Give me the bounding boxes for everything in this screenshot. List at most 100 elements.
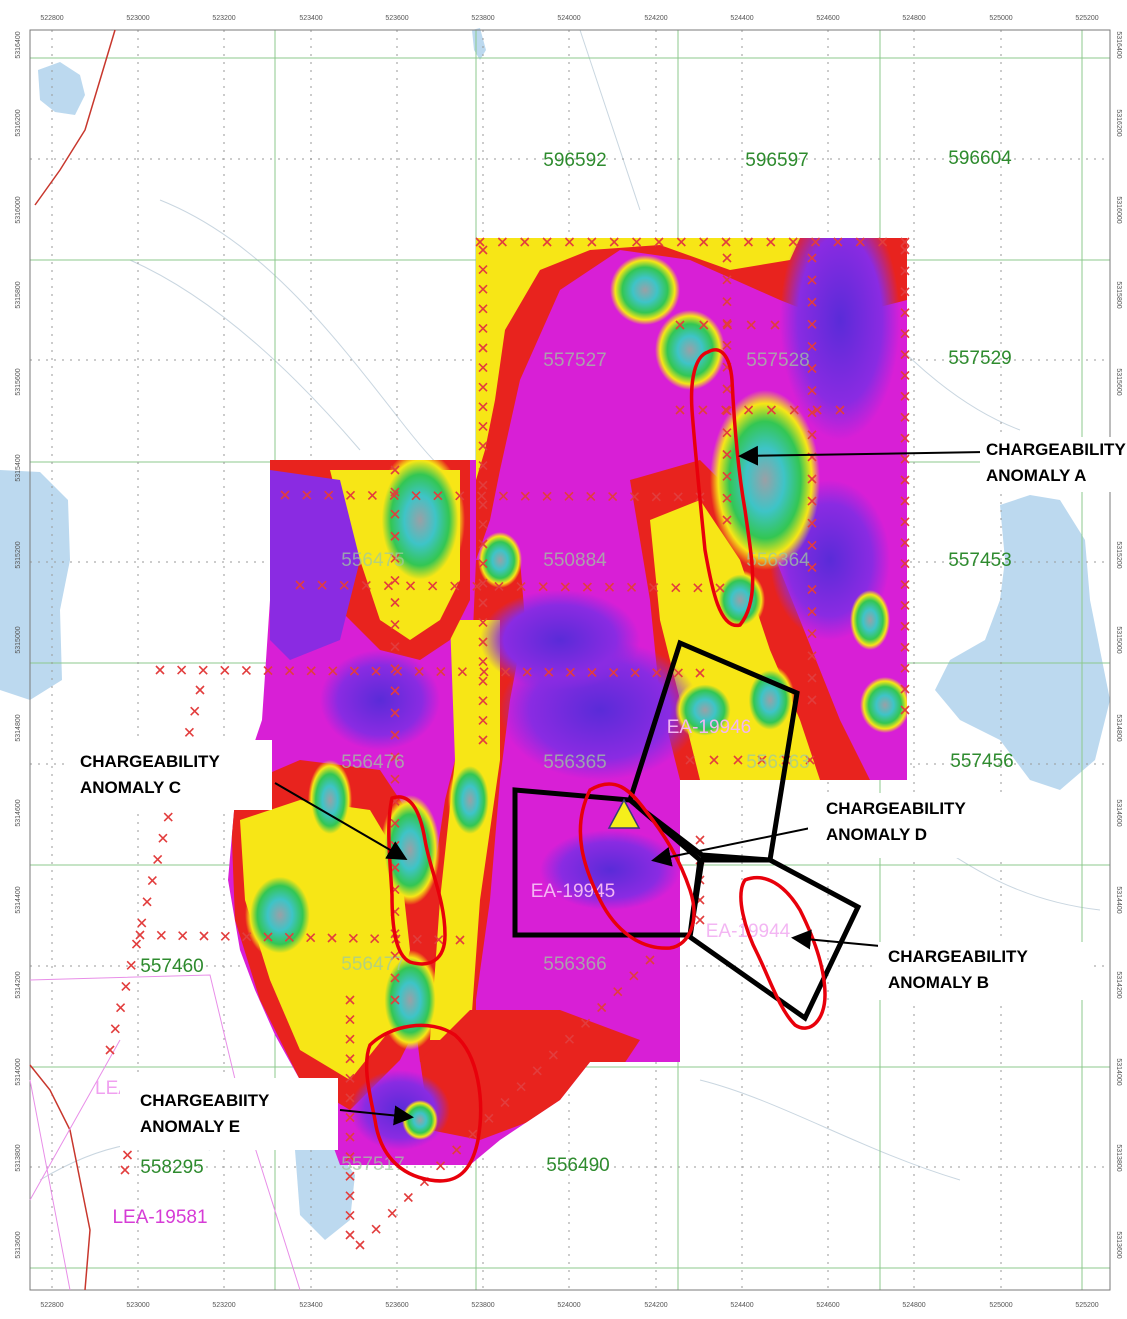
x-tick-top: 525200 xyxy=(1075,15,1098,22)
station-marker xyxy=(317,580,327,590)
y-tick-right: 5314600 xyxy=(1115,799,1122,826)
callout-anomaly-d-line1: CHARGEABILITY xyxy=(826,799,966,818)
x-tick-top: 522800 xyxy=(40,15,63,22)
station-marker xyxy=(587,237,597,247)
station-marker xyxy=(478,265,488,275)
station-marker xyxy=(709,755,719,765)
station-marker xyxy=(414,666,424,677)
station-marker xyxy=(478,382,488,392)
station-marker xyxy=(807,386,817,396)
station-marker xyxy=(900,329,910,339)
station-marker xyxy=(198,665,208,675)
x-axis-ticks-bottom: 522800 523000 523200 523400 523600 52380… xyxy=(40,1302,1098,1309)
station-marker xyxy=(131,939,142,949)
station-marker xyxy=(478,657,488,667)
callout-anomaly-d: CHARGEABILITY ANOMALY D xyxy=(808,793,1018,858)
station-marker xyxy=(478,559,488,569)
station-marker xyxy=(142,897,152,907)
station-marker xyxy=(722,428,732,438)
station-marker xyxy=(520,491,530,501)
station-marker xyxy=(195,685,205,695)
station-marker xyxy=(522,667,532,677)
station-marker xyxy=(685,755,695,765)
claim-labels-faded: 557527 557528 556475 550884 556364 55647… xyxy=(341,350,810,1175)
station-marker xyxy=(110,1024,120,1034)
station-marker xyxy=(629,492,640,502)
arrow-c xyxy=(274,782,408,861)
station-marker xyxy=(178,931,188,941)
station-marker xyxy=(478,421,488,431)
station-marker xyxy=(722,340,732,350)
station-marker xyxy=(433,491,443,501)
claim-label: 558295 xyxy=(140,1157,203,1178)
station-marker xyxy=(900,642,910,652)
claim-label: 596592 xyxy=(543,150,606,171)
station-marker xyxy=(900,559,910,569)
x-tick-top: 524200 xyxy=(644,15,667,22)
arrow-b xyxy=(791,929,881,950)
station-marker xyxy=(695,668,705,678)
claim-label: 557460 xyxy=(140,956,203,977)
x-tick-top: 525000 xyxy=(989,15,1012,22)
station-marker xyxy=(452,1145,462,1155)
roads xyxy=(29,29,301,1291)
station-marker xyxy=(878,237,888,247)
station-marker xyxy=(900,287,910,297)
station-marker xyxy=(478,735,488,745)
station-marker xyxy=(390,531,400,541)
station-marker xyxy=(788,237,798,247)
x-tick-top: 523400 xyxy=(299,15,322,22)
station-marker xyxy=(156,930,166,940)
station-marker xyxy=(475,237,485,247)
station-marker xyxy=(722,384,732,394)
y-tick-left: 5313600 xyxy=(15,1231,22,1258)
station-marker xyxy=(645,955,655,965)
lease-labels: LEA-19581 xyxy=(112,1207,207,1228)
x-tick-bottom: 524200 xyxy=(644,1302,667,1309)
station-marker xyxy=(306,666,316,676)
station-marker xyxy=(835,405,845,415)
claim-labels: 596592 596597 596604 557529 557453 55745… xyxy=(140,148,1013,1178)
station-marker xyxy=(345,1171,355,1181)
claim-label: 596604 xyxy=(948,148,1012,169)
x-tick-bottom: 523000 xyxy=(126,1302,149,1309)
station-marker xyxy=(900,600,910,611)
station-marker xyxy=(122,1150,133,1160)
station-marker xyxy=(532,1066,542,1076)
callout-anomaly-e-line1: CHARGEABIITY xyxy=(140,1091,270,1110)
station-marker xyxy=(675,320,685,330)
station-marker xyxy=(807,430,817,440)
lake-e xyxy=(935,495,1110,790)
station-marker xyxy=(807,651,817,661)
station-marker xyxy=(390,818,400,828)
callout-anomaly-c: CHARGEABILITY ANOMALY C xyxy=(68,740,272,810)
station-marker xyxy=(478,578,488,588)
station-marker xyxy=(390,553,400,563)
x-tick-bottom: 523200 xyxy=(212,1302,235,1309)
station-marker xyxy=(390,597,400,608)
station-marker xyxy=(855,237,865,247)
station-marker xyxy=(652,668,662,678)
station-marker xyxy=(564,1034,575,1044)
callout-anomaly-a-line1: CHARGEABILITY xyxy=(986,440,1126,459)
y-tick-left: 5314800 xyxy=(15,714,22,741)
claim-label: 556476 xyxy=(341,752,404,773)
callout-arrows xyxy=(274,445,986,1126)
claim-label: 556363 xyxy=(746,752,809,773)
y-tick-right: 5313800 xyxy=(1115,1144,1122,1171)
station-marker xyxy=(715,583,725,593)
station-marker xyxy=(345,1034,355,1044)
station-marker xyxy=(478,715,488,725)
arrow-a xyxy=(738,445,986,466)
claim-label: 557453 xyxy=(948,550,1011,571)
station-marker xyxy=(807,562,817,572)
station-marker xyxy=(345,1112,355,1123)
station-marker xyxy=(722,515,732,525)
station-marker xyxy=(807,695,817,705)
station-marker xyxy=(544,667,554,677)
station-marker xyxy=(242,932,252,942)
station-marker xyxy=(390,730,400,740)
station-marker xyxy=(411,491,421,501)
station-marker xyxy=(478,500,488,510)
x-tick-top: 523800 xyxy=(471,15,494,22)
